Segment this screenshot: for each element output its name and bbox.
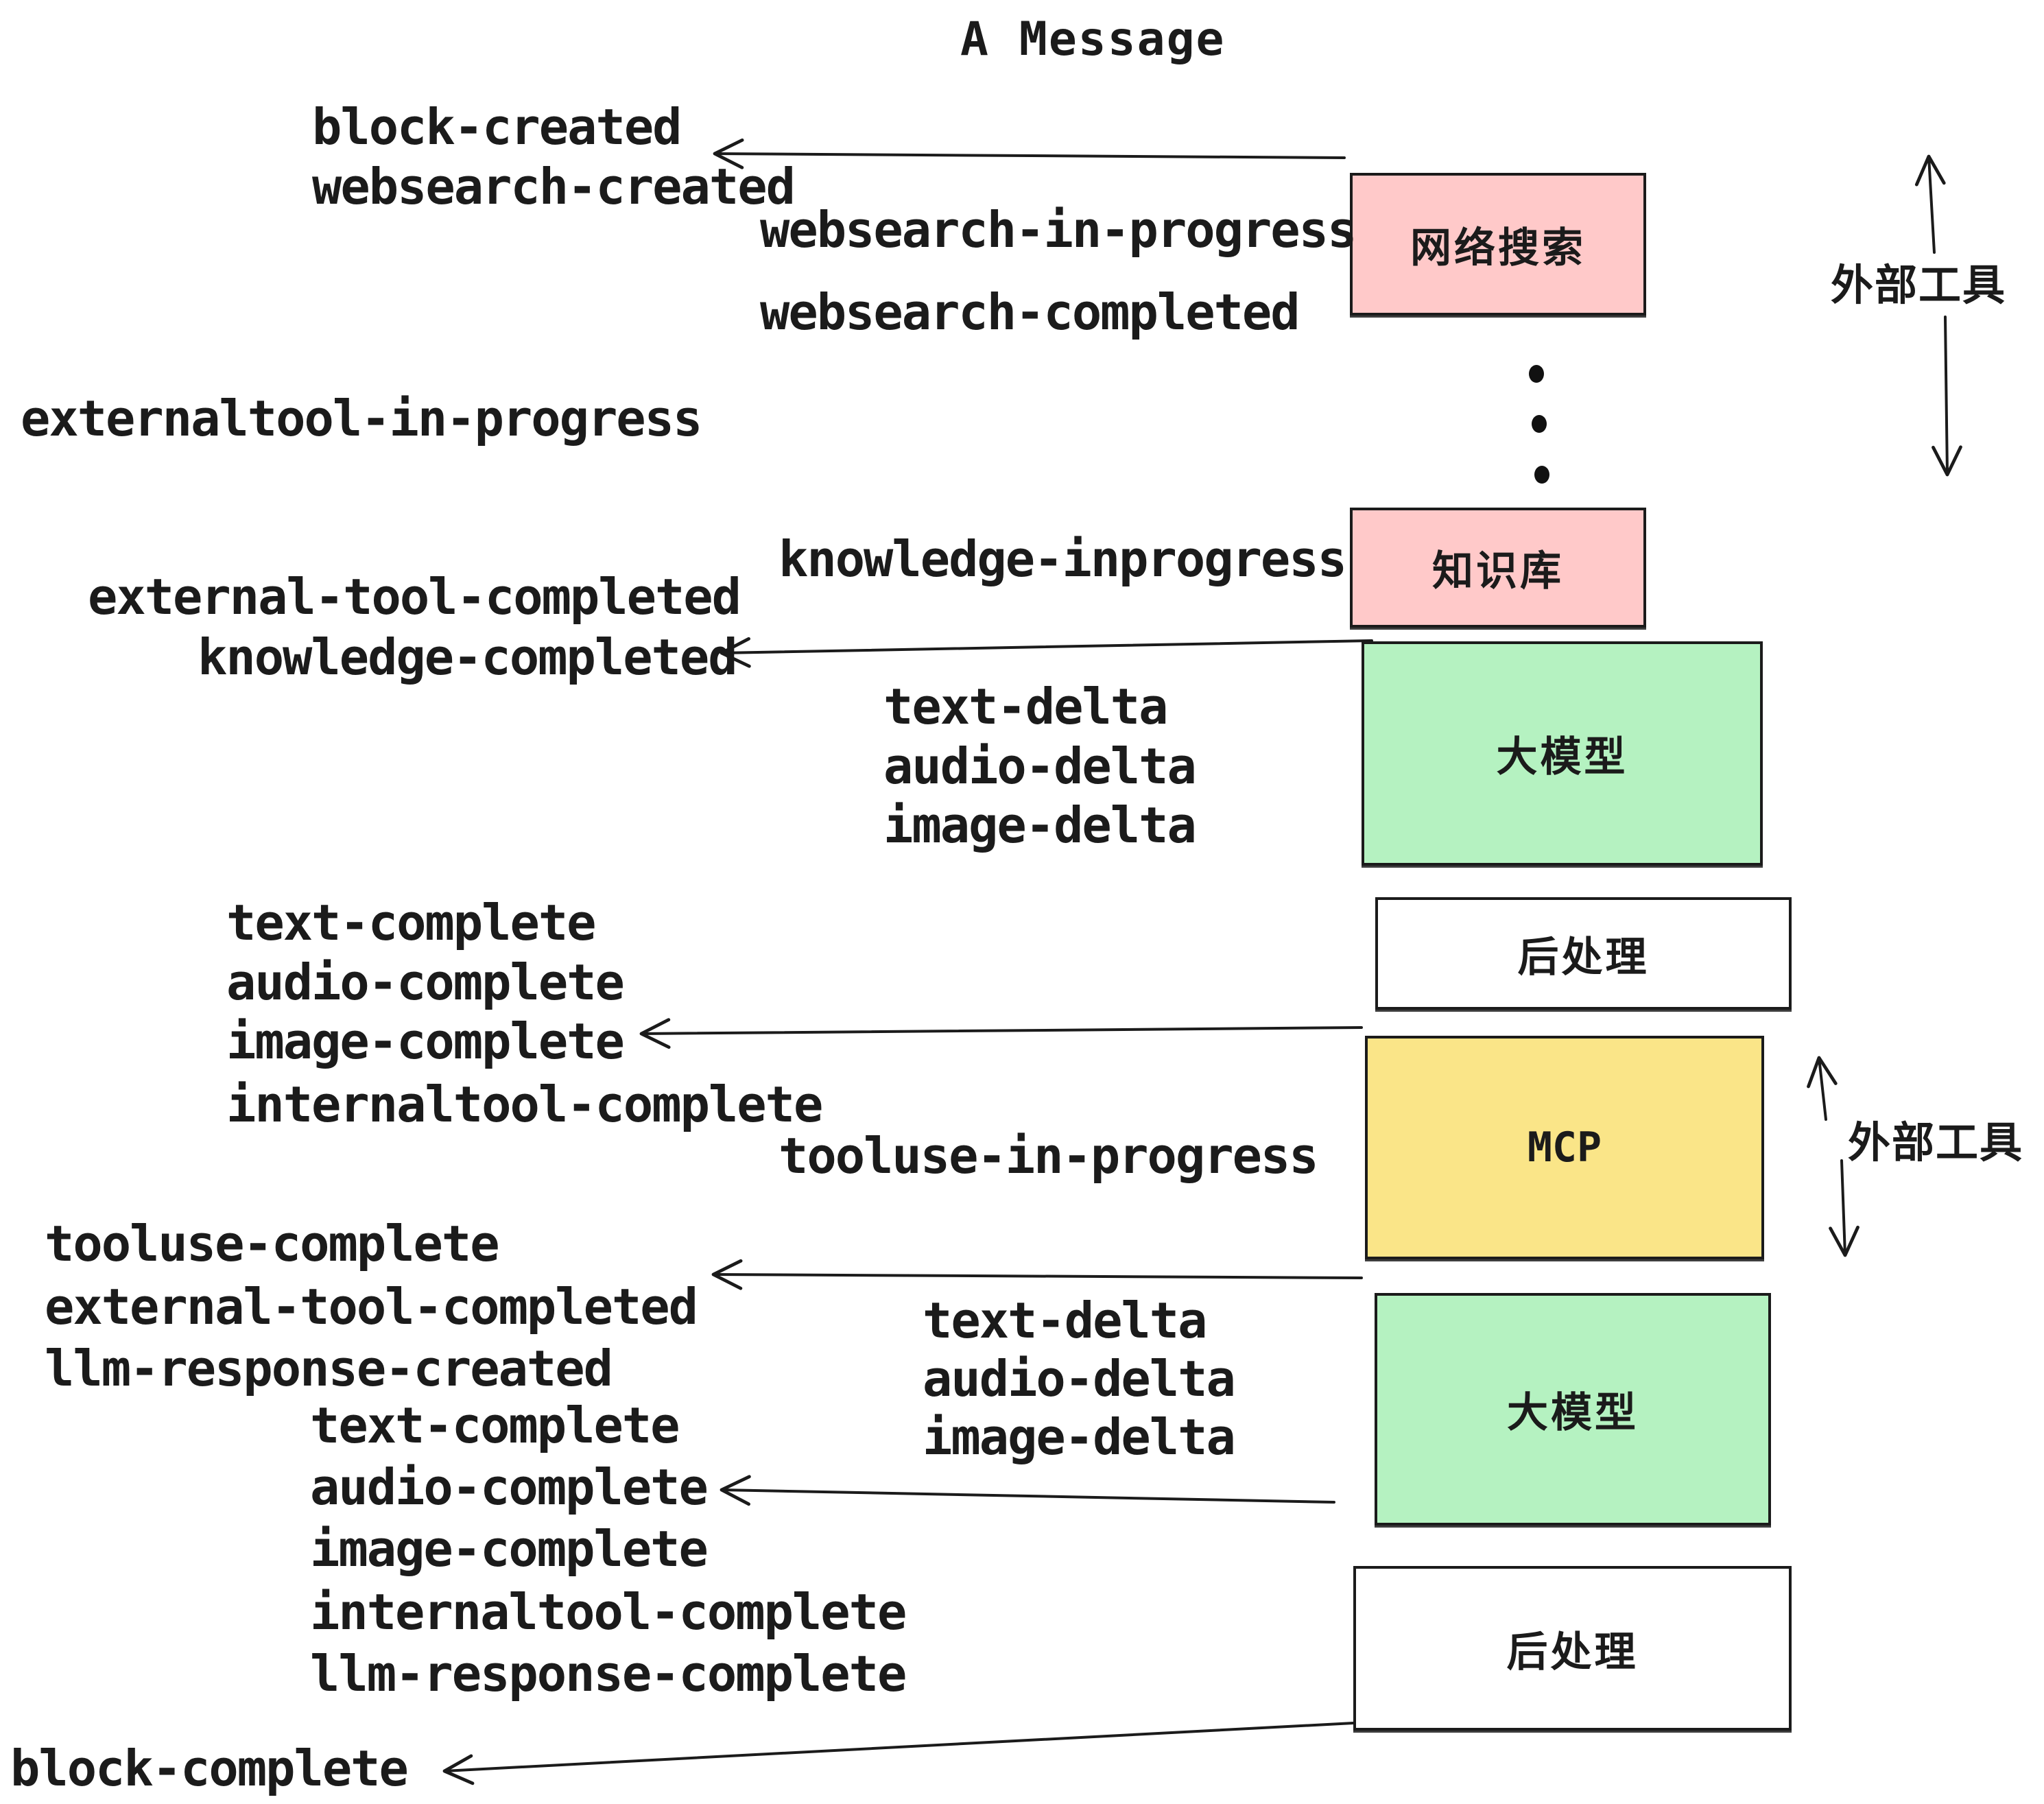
event-label-internaltool-complete: internaltool-complete: [226, 1076, 823, 1133]
event-label-block-complete: block-complete: [10, 1740, 409, 1797]
box-label: 后处理: [1517, 933, 1650, 982]
event-label-audio-delta: audio-delta: [883, 737, 1197, 795]
event-label-block-created: block-created: [312, 98, 682, 156]
flow-arrow: [720, 637, 1373, 668]
ellipsis-dots: [1529, 365, 1549, 484]
box-llm-2: 大模型: [1375, 1293, 1771, 1526]
event-label-text-complete: text-complete: [226, 894, 597, 951]
box-websearch: 网络搜索: [1350, 173, 1646, 316]
event-label-llm-response-complete: llm-response-complete: [310, 1645, 907, 1702]
flow-arrow: [711, 1259, 1363, 1290]
flow-arrow: [1914, 154, 1946, 254]
box-label: 大模型: [1507, 1389, 1639, 1437]
box-label: 大模型: [1496, 733, 1628, 781]
box-label: MCP: [1527, 1124, 1602, 1172]
event-label-tooluse-in-progress: tooluse-in-progress: [779, 1127, 1319, 1185]
box-post-1: 后处理: [1375, 897, 1792, 1010]
box-label: 网络搜索: [1410, 224, 1586, 272]
flow-arrow: [1829, 1159, 1859, 1257]
event-label-text-delta: text-delta: [923, 1292, 1207, 1349]
event-label-websearch-created: websearch-created: [312, 158, 796, 215]
event-label-tooluse-complete: tooluse-complete: [45, 1215, 500, 1272]
event-label-knowledge-inprogress: knowledge-inprogress: [779, 530, 1347, 588]
box-post-2: 后处理: [1353, 1566, 1792, 1731]
event-label-externaltool-in-progress: externaltool-in-progress: [21, 390, 702, 447]
ellipsis-dot: [1529, 365, 1544, 383]
ellipsis-dot: [1534, 466, 1549, 484]
event-label-websearch-completed: websearch-completed: [760, 283, 1300, 341]
box-llm-1: 大模型: [1362, 641, 1763, 866]
event-label-audio-complete: audio-complete: [226, 953, 625, 1011]
event-label-knowledge-completed: knowledge-completed: [198, 628, 738, 686]
event-label-external-tool-completed: external-tool-completed: [88, 568, 741, 626]
box-label: 后处理: [1506, 1628, 1639, 1676]
event-label-websearch-in-progress: websearch-in-progress: [760, 201, 1357, 259]
ellipsis-dot: [1532, 415, 1547, 433]
event-label-audio-complete: audio-complete: [310, 1458, 709, 1516]
box-knowledge: 知识库: [1350, 508, 1646, 628]
box-mcp: MCP: [1365, 1036, 1764, 1259]
side-label-external-tools: 外部工具: [1830, 260, 2007, 310]
box-label: 知识库: [1432, 547, 1564, 595]
event-label-image-complete: image-complete: [226, 1012, 625, 1070]
flow-arrow: [713, 138, 1346, 169]
event-label-text-delta: text-delta: [883, 678, 1168, 735]
event-label-internaltool-complete: internaltool-complete: [310, 1583, 907, 1641]
event-label-audio-delta: audio-delta: [923, 1350, 1236, 1408]
side-label-external-tools: 外部工具: [1847, 1117, 2024, 1167]
event-label-text-complete: text-complete: [310, 1397, 680, 1454]
flow-arrow: [639, 1018, 1363, 1049]
event-label-external-tool-completed: external-tool-completed: [45, 1278, 698, 1336]
event-label-image-delta: image-delta: [883, 796, 1197, 854]
event-label-image-delta: image-delta: [923, 1408, 1236, 1466]
diagram-title: A Message: [960, 12, 1226, 67]
event-label-image-complete: image-complete: [310, 1520, 709, 1578]
flow-arrow: [442, 1722, 1355, 1785]
flow-arrow: [720, 1475, 1335, 1506]
event-label-llm-response-created: llm-response-created: [45, 1340, 613, 1397]
flow-arrow: [1807, 1056, 1838, 1121]
flow-arrow: [1932, 316, 1962, 477]
